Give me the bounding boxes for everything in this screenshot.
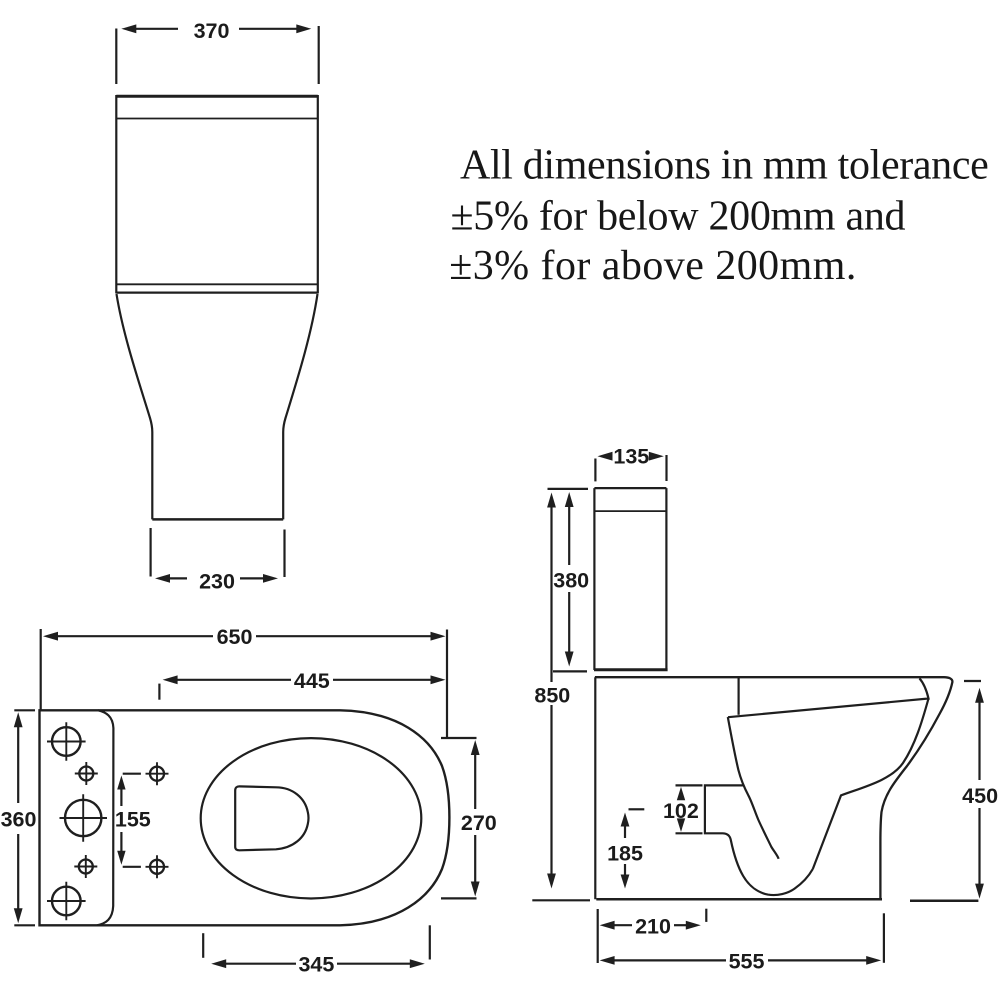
svg-text:230: 230 — [199, 569, 235, 593]
svg-text:All dimensions in mm tolerance: All dimensions in mm tolerance — [460, 142, 988, 188]
svg-text:370: 370 — [194, 19, 230, 43]
svg-text:270: 270 — [461, 811, 497, 835]
svg-text:555: 555 — [729, 950, 765, 974]
svg-text:360: 360 — [1, 808, 37, 832]
svg-text:210: 210 — [635, 914, 671, 938]
svg-text:±5% for below 200mm and: ±5% for below 200mm and — [451, 193, 906, 239]
svg-text:650: 650 — [217, 625, 253, 649]
svg-text:445: 445 — [294, 669, 330, 693]
svg-text:±3% for above 200mm.: ±3% for above 200mm. — [449, 243, 857, 289]
svg-text:850: 850 — [534, 684, 570, 708]
svg-text:155: 155 — [115, 808, 151, 832]
svg-text:345: 345 — [298, 953, 334, 977]
svg-text:102: 102 — [663, 799, 699, 823]
svg-text:185: 185 — [607, 842, 643, 866]
svg-text:450: 450 — [962, 784, 998, 808]
svg-text:135: 135 — [613, 445, 649, 469]
svg-text:380: 380 — [553, 569, 589, 593]
